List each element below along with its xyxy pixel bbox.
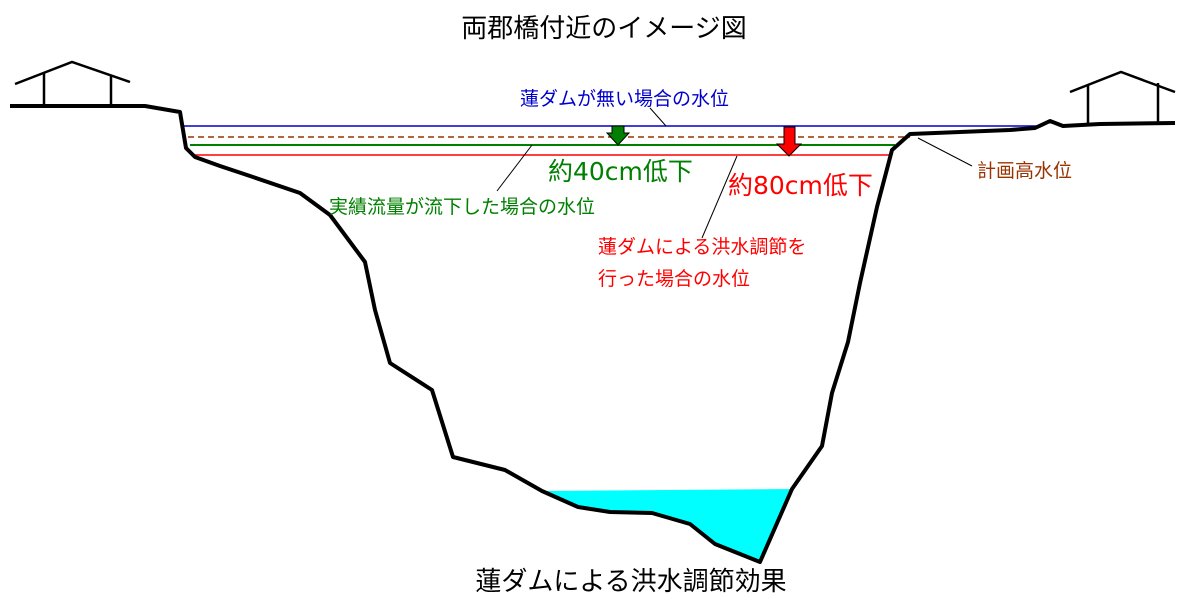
down-arrow-icon [605, 125, 631, 146]
leader-dam-control [701, 155, 738, 239]
dam-control-level-label-line1: 蓮ダムによる洪水調節を [598, 236, 806, 258]
drop-80cm-label: 約80cm低下 [728, 171, 873, 200]
actual-flow-level-label: 実績流量が流下した場合の水位 [329, 196, 595, 218]
normal-water-area [542, 489, 792, 562]
dam-control-level-label-line2: 行った場合の水位 [598, 268, 750, 290]
leader-actual-flow [496, 144, 533, 192]
diagram-title: 両郡橋付近のイメージ図 [461, 14, 746, 44]
diagram-caption: 蓮ダムによる洪水調節効果 [475, 567, 786, 597]
leader-planned-high [917, 137, 973, 167]
no-dam-level-label: 蓮ダムが無い場合の水位 [520, 88, 729, 110]
planned-high-level-label: 計画高水位 [977, 160, 1072, 182]
drop-40cm-label: 約40cm低下 [548, 157, 693, 186]
house-icon [14, 60, 131, 106]
leader-no-dam [649, 107, 667, 127]
house-icon [1069, 70, 1176, 124]
riverbed-ground-line [10, 104, 1176, 564]
down-arrow-icon [775, 126, 803, 157]
